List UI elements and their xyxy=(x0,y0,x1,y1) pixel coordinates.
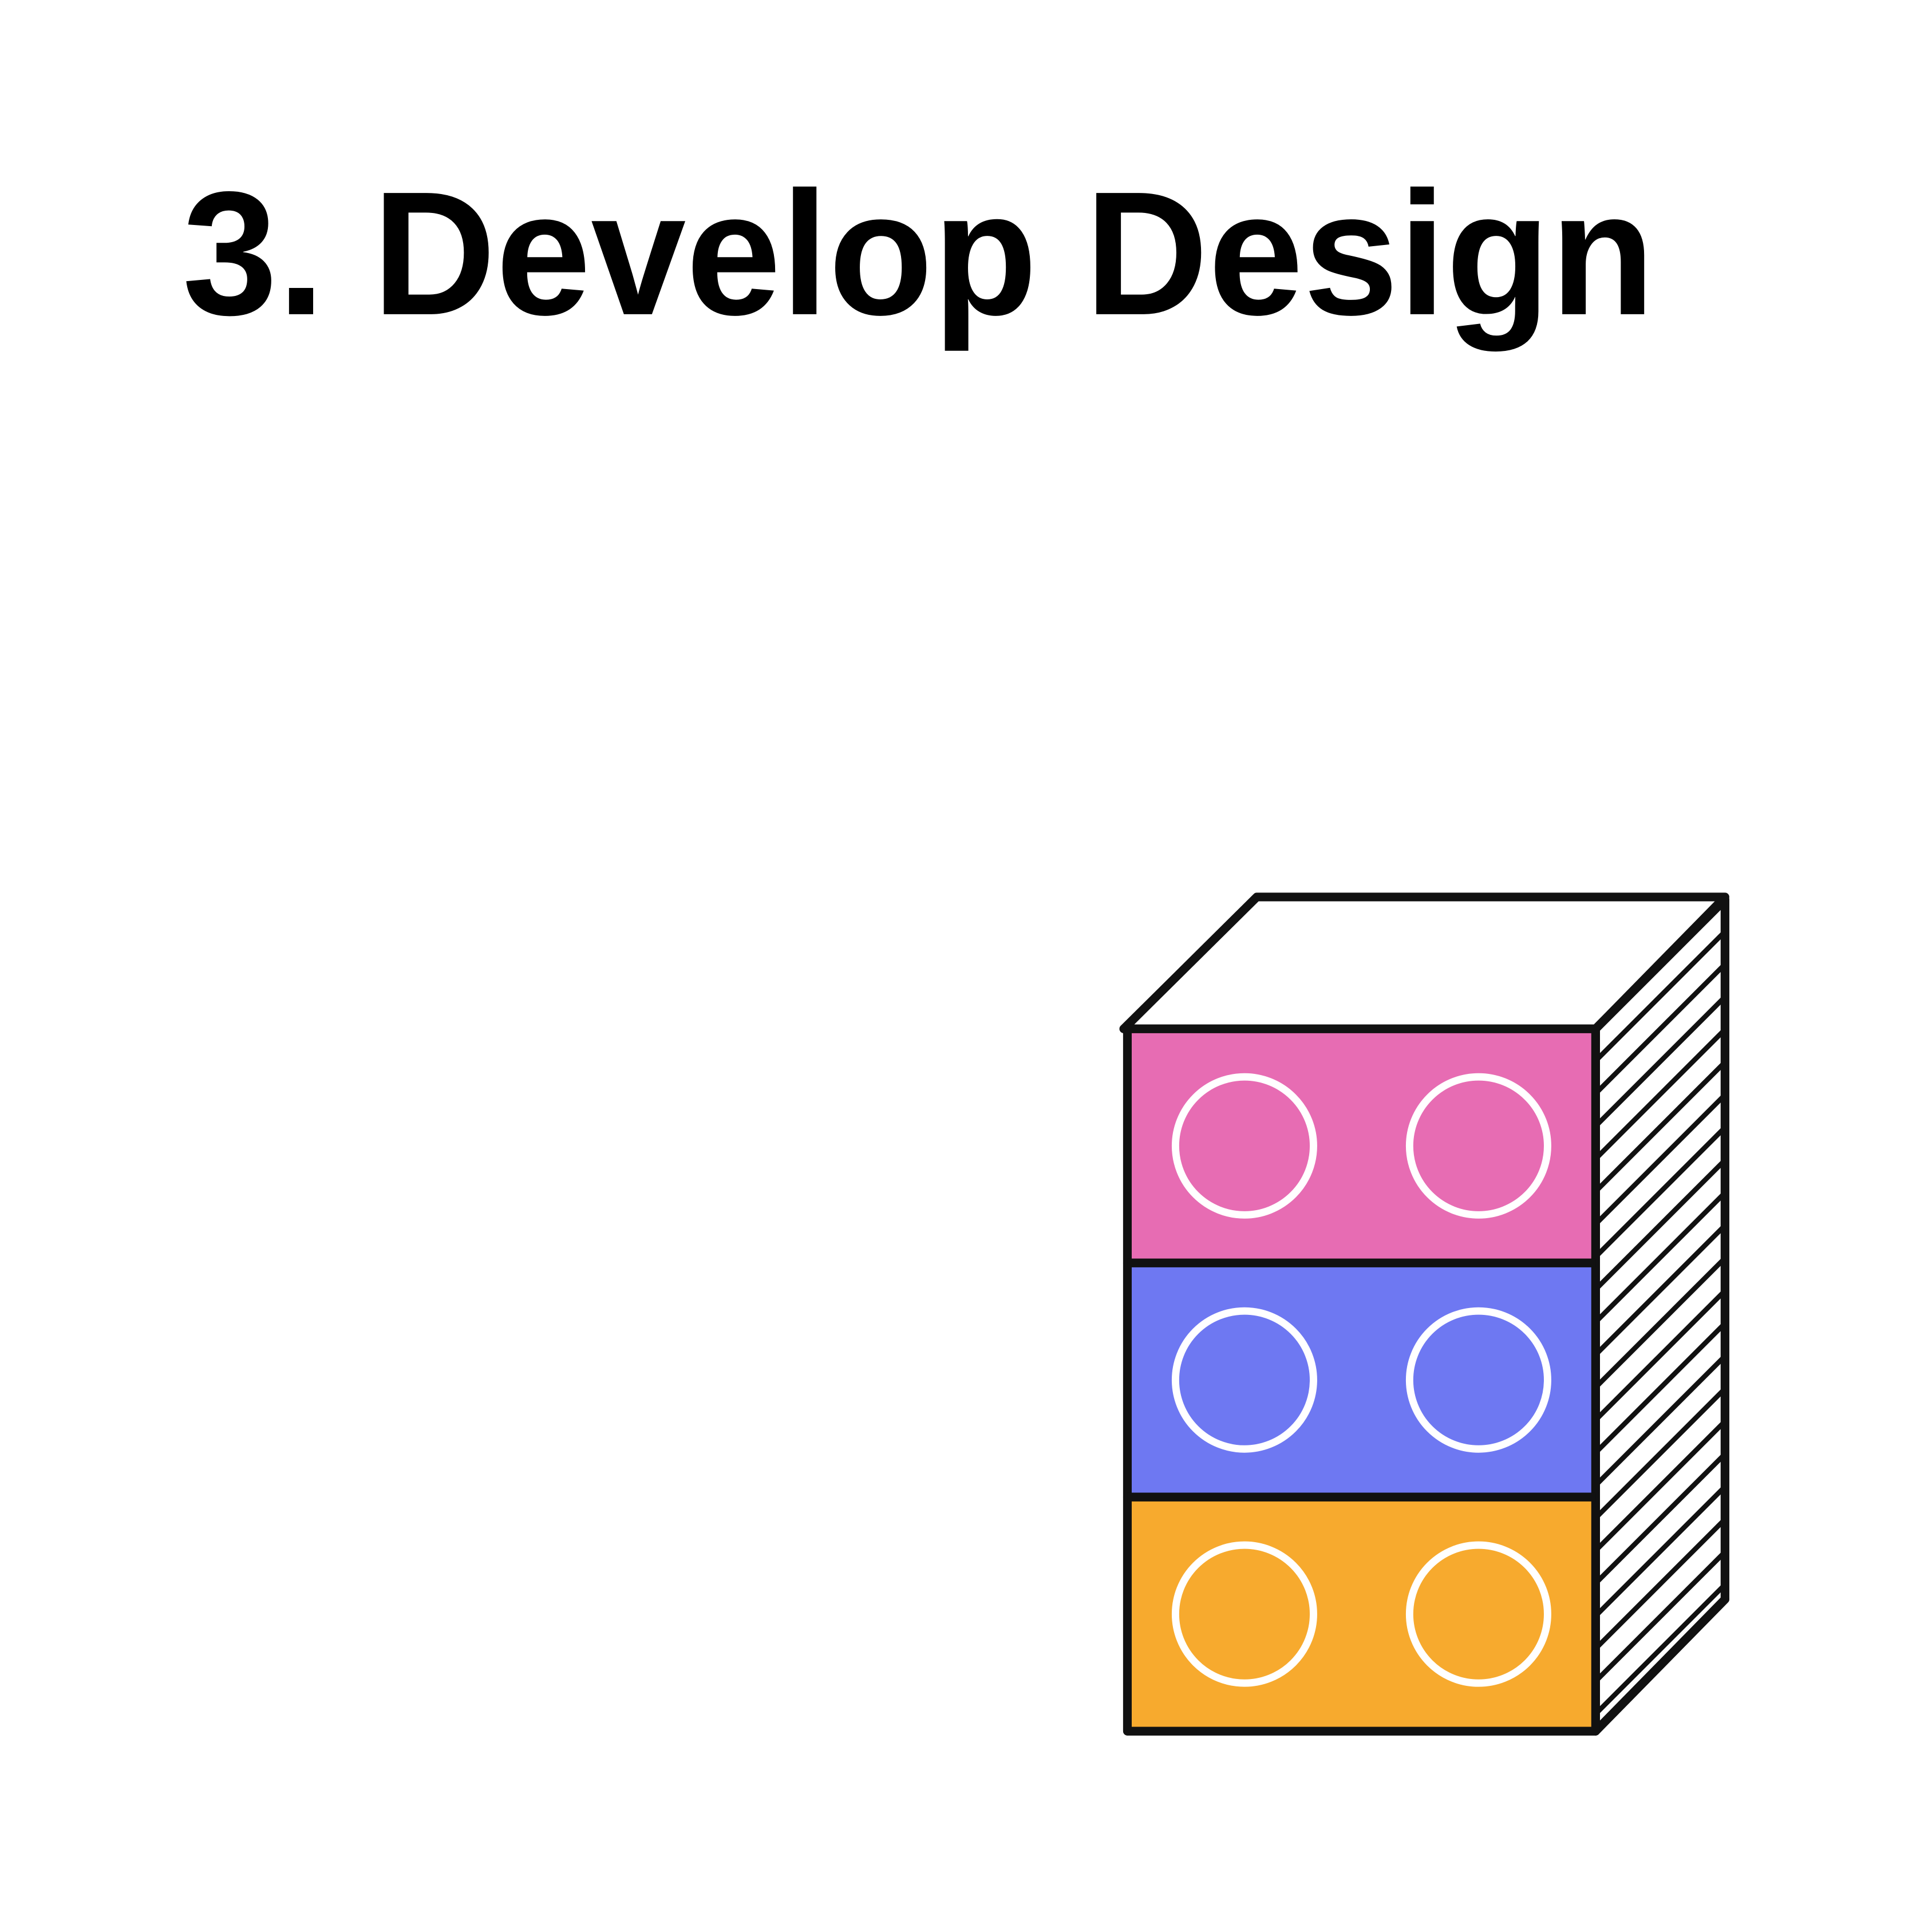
hatch-line xyxy=(1595,1582,1725,1716)
hatch-line xyxy=(1595,1354,1725,1487)
hatch-line xyxy=(1595,1452,1725,1585)
hatch-line xyxy=(1595,1419,1725,1552)
hatch-line xyxy=(1595,1484,1725,1618)
brick-stud xyxy=(1171,1073,1317,1219)
hatch-line xyxy=(1595,1093,1725,1226)
stack-front-outline xyxy=(1123,1024,1600,1736)
brick-orange xyxy=(1123,1492,1600,1736)
hatch-line xyxy=(1595,1158,1725,1291)
hatch-line xyxy=(1595,1517,1725,1650)
page-title: 3. Develop Design xyxy=(183,155,1655,353)
hatch-line xyxy=(1595,1550,1725,1684)
hatch-line xyxy=(1595,1256,1725,1389)
hatch-line xyxy=(1595,1321,1725,1455)
hatch-line xyxy=(1595,1060,1725,1194)
hatch-line xyxy=(1595,1125,1725,1259)
brick-stud xyxy=(1405,1541,1551,1687)
hatch-line xyxy=(1595,962,1725,1096)
brick-stack-icon xyxy=(1119,892,1729,1736)
brick-stud xyxy=(1405,1307,1551,1453)
brick-stud xyxy=(1171,1541,1317,1687)
hatch-line xyxy=(1595,1223,1725,1357)
brick-pink xyxy=(1123,1024,1600,1267)
hatch-line xyxy=(1595,1191,1725,1324)
brick-stud xyxy=(1171,1307,1317,1453)
hatch-line xyxy=(1595,1028,1725,1161)
hatch-line xyxy=(1595,1386,1725,1520)
hatch-line xyxy=(1595,930,1725,1063)
brick-stud xyxy=(1405,1073,1551,1219)
hatch-line xyxy=(1595,1289,1725,1422)
hatch-line xyxy=(1595,995,1725,1128)
brick-blue xyxy=(1123,1258,1600,1502)
